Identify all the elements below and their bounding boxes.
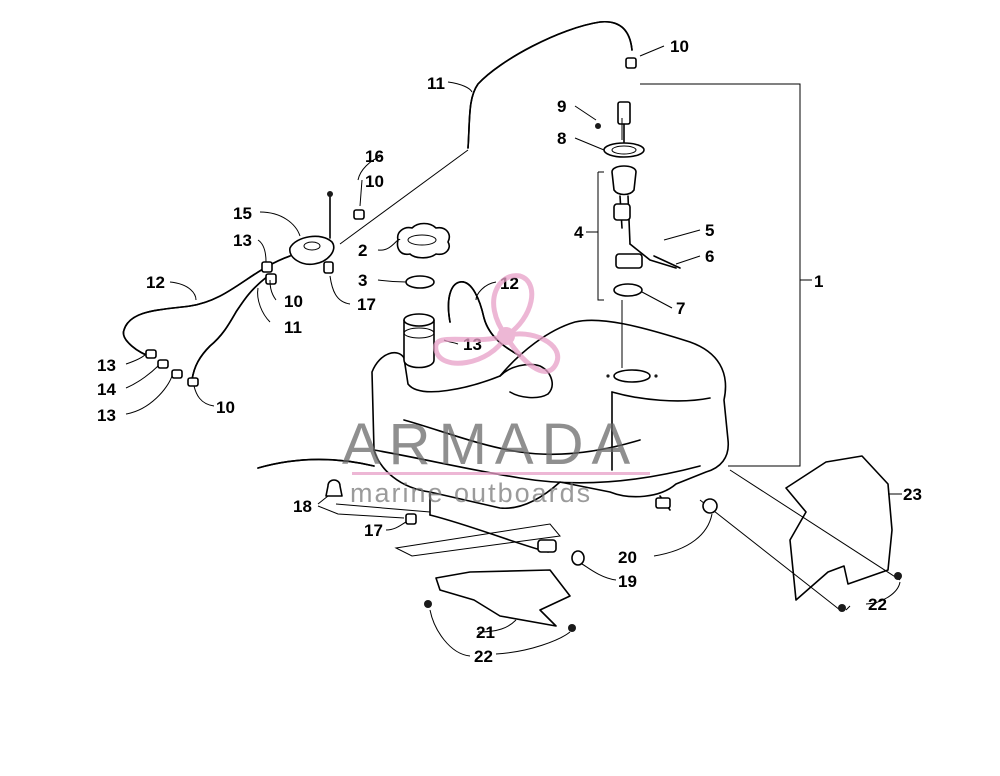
- callout-15: 15: [233, 204, 252, 223]
- screw-22-right-a: [838, 604, 846, 612]
- hose-clamp-top: [625, 57, 637, 69]
- callout-18: 18: [293, 497, 312, 516]
- callout-11-top: 11: [427, 74, 445, 93]
- fuel-pump-assembly: [603, 101, 677, 269]
- pump-seal-ring: [613, 283, 643, 297]
- callout-23: 23: [903, 485, 922, 504]
- sending-unit-screw: [653, 255, 681, 269]
- callout-13-upper: 13: [233, 231, 252, 250]
- nut-17-lower: [405, 513, 417, 525]
- watermark-rule: [352, 472, 650, 475]
- fuel-cap: [396, 222, 451, 259]
- callout-19: 19: [618, 572, 637, 591]
- grommet-19: [571, 550, 585, 566]
- callout-12-left: 12: [146, 273, 165, 292]
- callout-13-a: 13: [97, 356, 116, 375]
- watermark-subtitle: marine outboards: [350, 478, 592, 508]
- filler-neck: [403, 313, 435, 369]
- callout-13-b: 13: [97, 406, 116, 425]
- callout-10-bottom: 10: [216, 398, 235, 417]
- watermark-title: ARMADA: [342, 412, 638, 477]
- callout-7: 7: [676, 299, 685, 318]
- screw-22-left-a: [424, 600, 432, 608]
- callout-8: 8: [557, 129, 566, 148]
- left-hose-assembly: [122, 255, 291, 387]
- callout-17-lower: 17: [364, 521, 383, 540]
- callout-14: 14: [97, 380, 116, 399]
- armada-watermark: ARMADA marine outboards: [342, 273, 650, 508]
- callout-2: 2: [358, 241, 367, 260]
- callout-9: 9: [557, 97, 566, 116]
- callout-22-left: 22: [474, 647, 493, 666]
- callout-4: 4: [574, 223, 584, 242]
- callout-10-mid: 10: [365, 172, 384, 191]
- callout-20: 20: [618, 548, 637, 567]
- screw-22-right-b: [894, 572, 902, 580]
- callout-3: 3: [358, 271, 367, 290]
- leader-lines: [125, 45, 902, 657]
- grommet-20: [702, 498, 718, 514]
- screw-22-left-b: [568, 624, 576, 632]
- vent-hose-upper: [467, 21, 633, 149]
- grommet-18: [325, 479, 343, 497]
- callout-10-top: 10: [670, 37, 689, 56]
- callout-10-left: 10: [284, 292, 303, 311]
- callout-5: 5: [705, 221, 714, 240]
- heat-shield-right: [699, 455, 901, 611]
- bracket-shield-lower: [335, 503, 571, 627]
- callout-11-left: 11: [284, 318, 302, 337]
- callout-1: 1: [814, 272, 823, 291]
- filler-o-ring: [405, 275, 435, 289]
- fuel-tank: [371, 319, 730, 553]
- callout-6: 6: [705, 247, 714, 266]
- armada-logo-icon: [433, 273, 561, 374]
- callout-16: 16: [365, 147, 384, 166]
- rollover-valve: [289, 191, 365, 274]
- callout-17-upper: 17: [357, 295, 376, 314]
- callout-21: 21: [476, 623, 495, 642]
- cap-screw: [595, 123, 601, 129]
- callout-22-right: 22: [868, 595, 887, 614]
